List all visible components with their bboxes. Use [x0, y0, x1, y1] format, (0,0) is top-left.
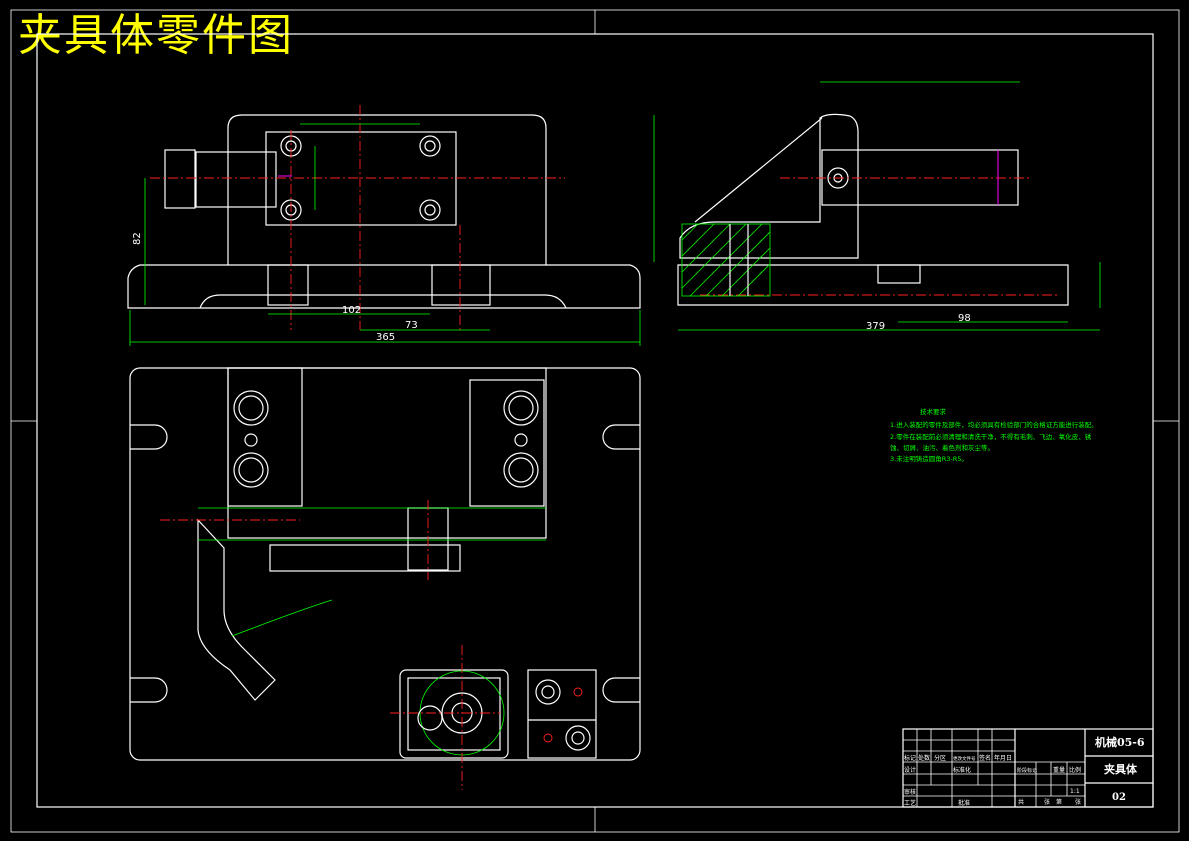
tb-approve: 批准 — [958, 799, 970, 807]
tb-date: 年月日 — [994, 754, 1012, 762]
tb-page: 第 — [1056, 798, 1062, 806]
tech-note-3: 蚀、切屑、油污、着色剂和灰尘等。 — [890, 443, 994, 452]
tb-weight: 重量 — [1053, 766, 1065, 774]
side-dim-98: 98 — [958, 313, 971, 324]
tb-sign: 签名 — [979, 754, 991, 762]
tb-process: 工艺 — [904, 799, 916, 807]
tb-change-no: 更改文件号 — [953, 755, 976, 762]
tb-sheet-label: 张 — [1044, 798, 1050, 806]
tb-review: 审核 — [904, 788, 916, 796]
tech-notes-heading: 技术要求 — [920, 407, 947, 416]
side-dim-379: 379 — [866, 321, 885, 332]
sheet-number: 02 — [1112, 792, 1126, 803]
front-view — [127, 105, 641, 346]
title-block — [902, 728, 1154, 808]
front-dim-82: 82 — [132, 232, 143, 245]
sheet-border — [10, 9, 1180, 833]
tech-note-1: 1.进入装配的零件及部件，均必须具有检验部门的合格证方能进行装配。 — [890, 420, 1098, 429]
page-title: 夹具体零件图 — [18, 10, 294, 61]
scale: 1:1 — [1070, 788, 1080, 795]
tech-note-2: 2.零件在装配前必须清理和清洗干净，不得有毛刺、飞边、氧化皮、锈 — [890, 432, 1092, 441]
tb-count: 处数 — [918, 754, 930, 762]
tb-zone: 分区 — [934, 754, 946, 762]
tb-ratio: 比例 — [1069, 766, 1081, 774]
front-dim-73: 73 — [405, 320, 418, 331]
tech-notes: 技术要求 1.进入装配的零件及部件，均必须具有检验部门的合格证方能进行装配。 2… — [890, 407, 1098, 463]
tech-note-4: 3.未注明铸造圆角R3-R5。 — [890, 454, 968, 463]
tb-total: 共 — [1018, 798, 1024, 806]
part-name: 夹具体 — [1104, 762, 1138, 776]
tb-standard: 标准化 — [953, 766, 971, 774]
front-dim-365: 365 — [376, 332, 395, 343]
tb-design: 设计 — [904, 766, 916, 774]
tb-page-label: 张 — [1075, 798, 1081, 806]
tb-mark: 标记 — [904, 754, 916, 762]
drawing-number: 机械05-6 — [1095, 735, 1145, 749]
front-dim-102: 102 — [342, 305, 361, 316]
tb-stage: 阶段标记 — [1017, 767, 1037, 774]
side-view — [653, 81, 1101, 331]
plan-view — [129, 367, 641, 790]
